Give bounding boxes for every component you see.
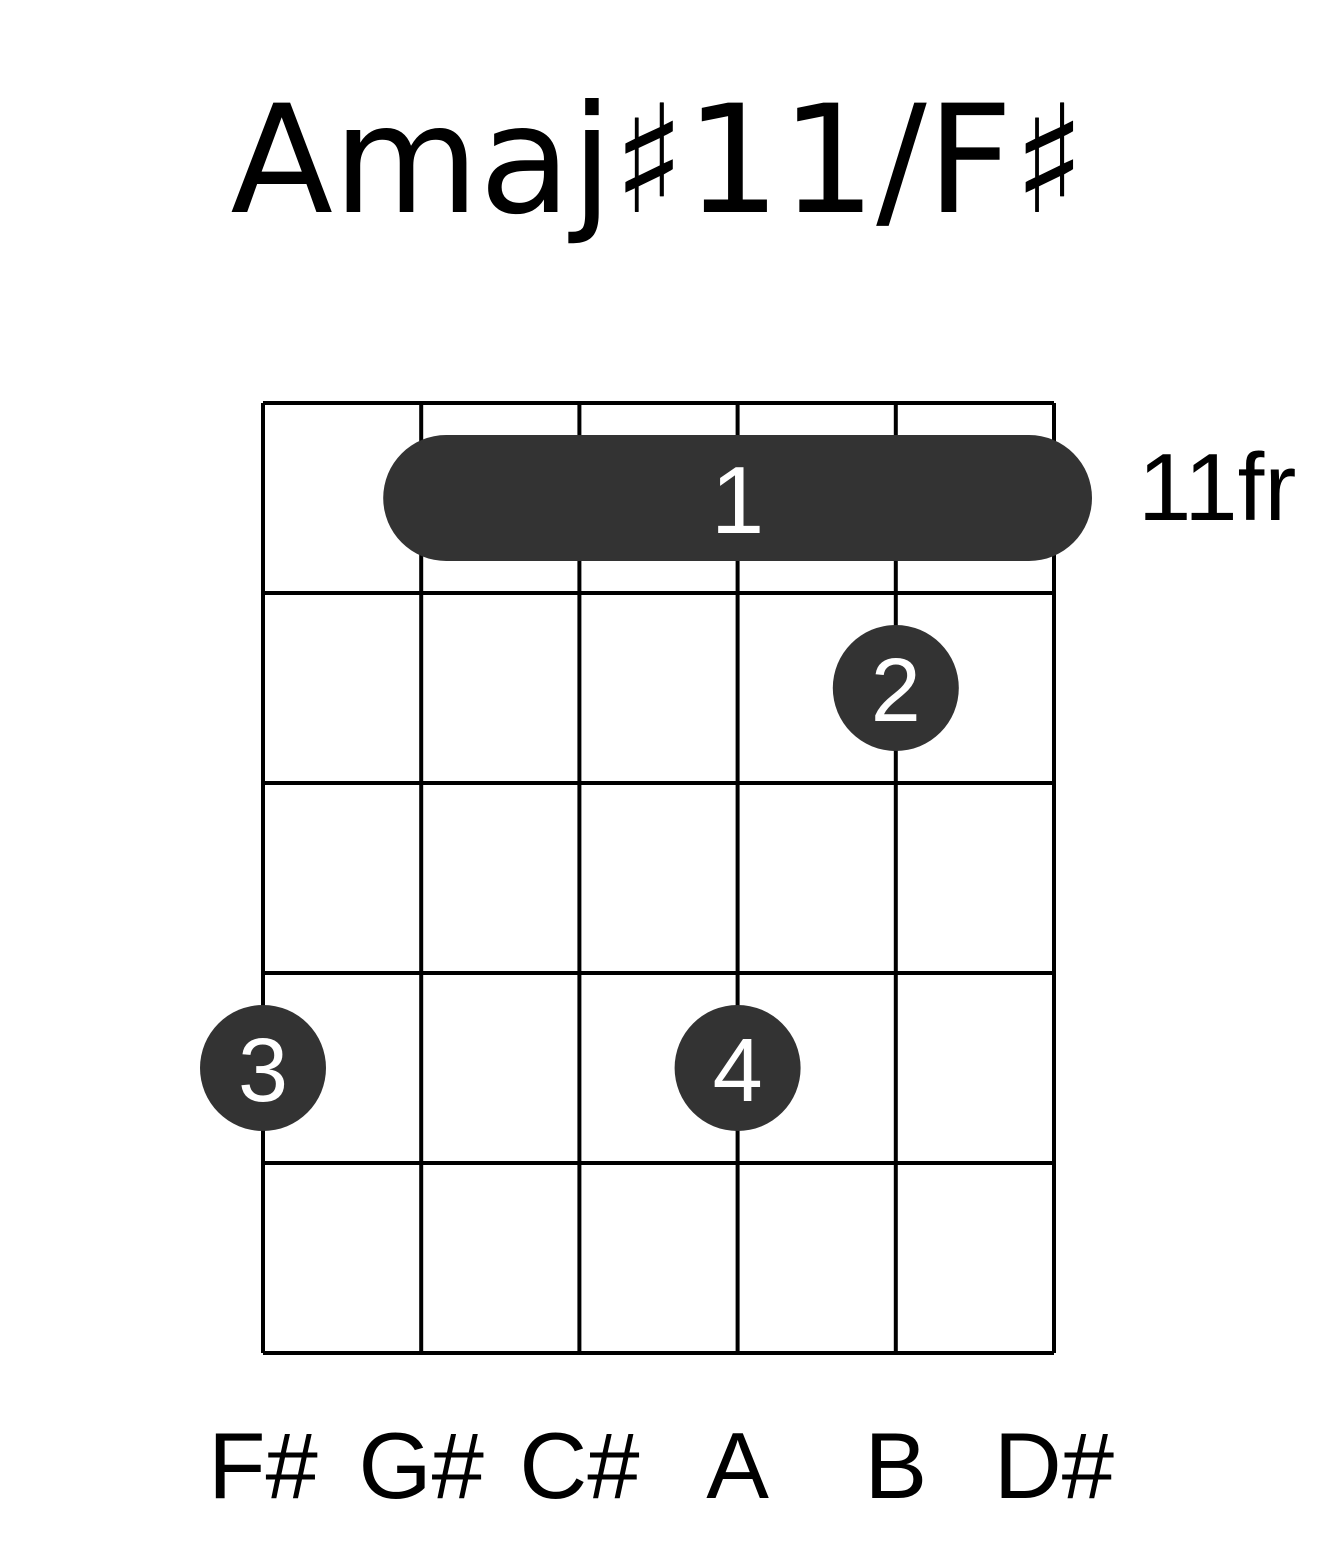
fretboard-grid: [261, 401, 1056, 1355]
barre-marker: [383, 435, 1092, 561]
chord-title: Amaj♯11/F♯: [230, 74, 1085, 248]
finger-number: 4: [713, 1021, 763, 1121]
finger-number: 2: [871, 641, 921, 741]
string-note-label: C#: [519, 1413, 639, 1518]
finger-dot: [674, 1005, 801, 1131]
finger-dot: [832, 625, 959, 751]
string-note-label: F#: [208, 1413, 318, 1518]
string-note-label: A: [706, 1413, 769, 1518]
barre-finger-label: 1: [711, 447, 764, 554]
string-note-label: D#: [994, 1413, 1114, 1518]
finger-dot: [200, 1005, 326, 1131]
string-note-label: G#: [358, 1413, 483, 1518]
fret-position-label: 11fr: [1138, 434, 1296, 541]
string-note-label: B: [864, 1413, 927, 1518]
finger-number: 3: [238, 1021, 288, 1121]
finger-markers: 1 2 3 4: [200, 435, 1092, 1131]
